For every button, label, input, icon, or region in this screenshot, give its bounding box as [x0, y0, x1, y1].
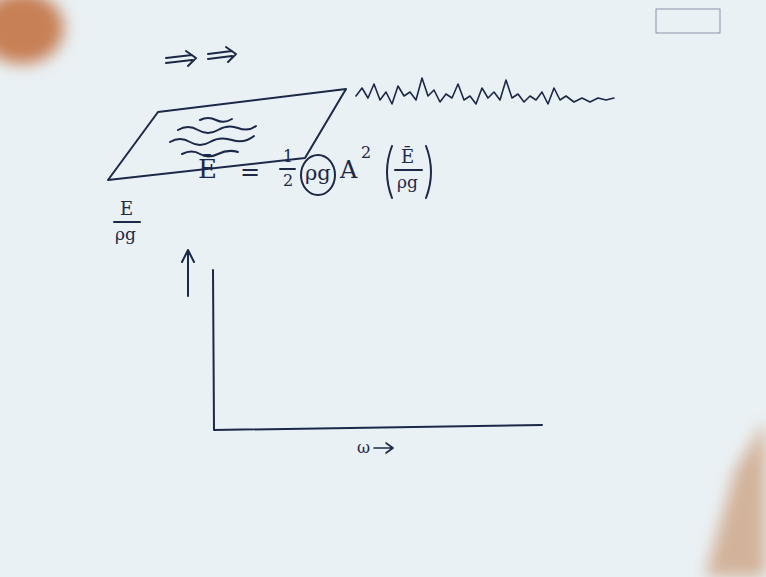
axis-label: ρg [115, 226, 136, 243]
graph-axes [213, 270, 542, 430]
hand-blur [705, 420, 766, 577]
fraction-bar [395, 169, 422, 171]
numeral: 2 [361, 145, 371, 161]
hand-blur [0, 0, 64, 64]
symbol: Ē [401, 148, 414, 166]
symbol: ρg [305, 163, 331, 184]
axis-label: E [120, 200, 133, 218]
axis-arrow [182, 250, 194, 296]
axis-arrow [374, 443, 393, 453]
surface-waves [170, 118, 256, 157]
parenthesis [426, 146, 431, 198]
wind-arrows [166, 47, 236, 66]
stamp-box [656, 9, 720, 33]
axis-label: ω [357, 440, 370, 456]
wave-record [356, 78, 614, 104]
fraction-bar [114, 221, 140, 223]
parenthesis [387, 146, 392, 198]
numeral: 1 [283, 149, 293, 165]
symbol: Ē [198, 156, 217, 182]
fraction-bar [280, 168, 295, 170]
symbol: = [240, 160, 260, 184]
symbol: ρg [397, 174, 418, 191]
symbol: A [340, 158, 357, 182]
circle-mark [301, 155, 335, 195]
numeral: 2 [283, 173, 293, 189]
